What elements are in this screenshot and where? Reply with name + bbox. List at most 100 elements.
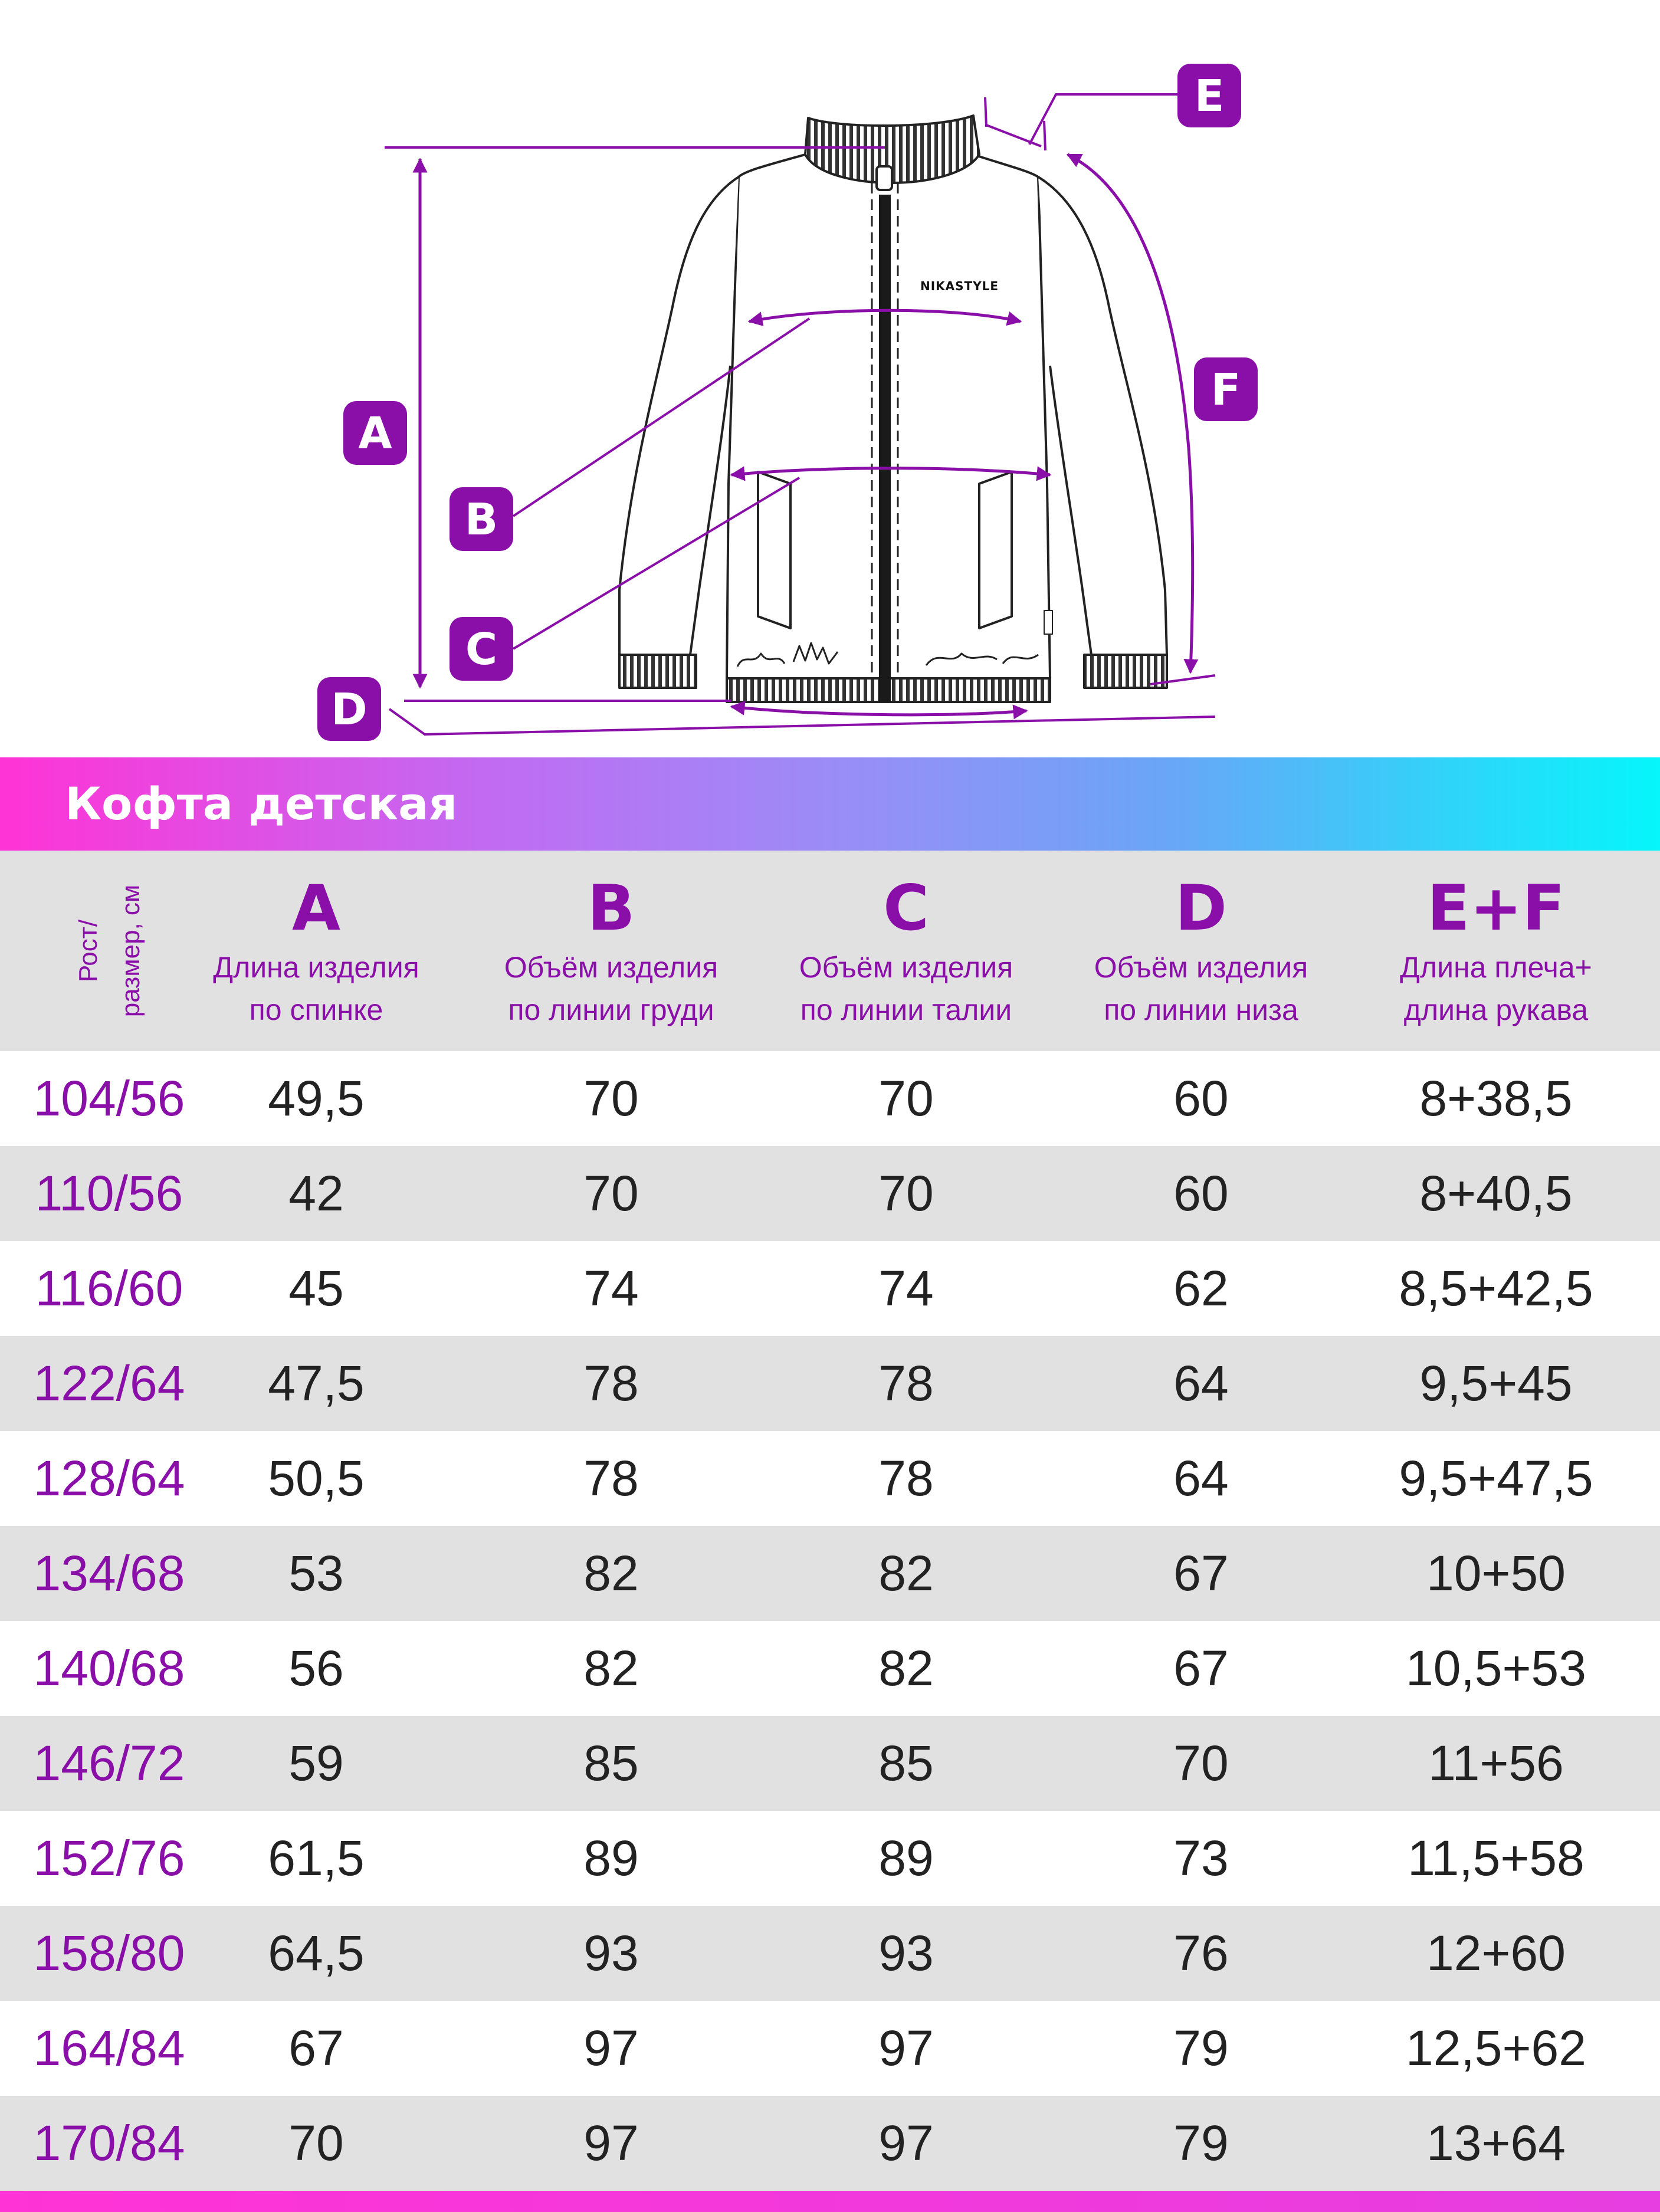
value-cell-c: 97 xyxy=(878,2115,934,2171)
column-letter: D xyxy=(1175,872,1227,944)
value-cell-c: 78 xyxy=(878,1450,934,1506)
value-cell-ef: 12+60 xyxy=(1426,1925,1566,1981)
value-cell-ef: 10+50 xyxy=(1426,1545,1566,1601)
value-cell-d: 62 xyxy=(1173,1261,1229,1316)
jacket-right-sleeve xyxy=(1037,176,1168,656)
size-cell: 128/64 xyxy=(33,1450,185,1506)
value-cell-c: 97 xyxy=(878,2020,934,2076)
size-cell: 152/76 xyxy=(33,1830,185,1886)
jacket-zipper xyxy=(879,195,891,702)
svg-text:E: E xyxy=(1195,71,1225,122)
value-cell-b: 74 xyxy=(583,1261,639,1316)
svg-text:C: C xyxy=(465,624,497,675)
value-cell-a: 45 xyxy=(288,1261,344,1316)
column-letter: E+F xyxy=(1427,872,1565,944)
table-row: 122/64 47,5 78 78 64 9,5+45 xyxy=(0,1336,1660,1431)
value-cell-a: 59 xyxy=(288,1735,344,1791)
column-letter: A xyxy=(291,872,341,944)
value-cell-d: 60 xyxy=(1173,1071,1229,1126)
value-cell-c: 70 xyxy=(878,1166,934,1221)
value-cell-a: 50,5 xyxy=(268,1450,365,1506)
size-table-header: Рост/ размер, см A Длина изделия по спин… xyxy=(0,851,1660,1051)
size-cell: 170/84 xyxy=(33,2115,185,2171)
table-row: 152/76 61,5 89 89 73 11,5+58 xyxy=(0,1811,1660,1906)
value-cell-d: 70 xyxy=(1173,1735,1229,1791)
column-header-c: C Объём изделия по линии талии xyxy=(759,851,1054,1051)
value-cell-c: 85 xyxy=(878,1735,934,1791)
tag-b: B xyxy=(450,487,513,551)
banner-title: Кофта детская xyxy=(65,777,458,830)
value-cell-c: 70 xyxy=(878,1071,934,1126)
tag-f: F xyxy=(1194,357,1258,421)
value-cell-a: 61,5 xyxy=(268,1830,365,1886)
size-cell: 110/56 xyxy=(35,1166,183,1221)
size-table-body: 104/56 49,5 70 70 60 8+38,5 110/56 42 70… xyxy=(0,1051,1660,2191)
column-description: Объём изделия по линии груди xyxy=(504,951,719,1026)
column-header-a: A Длина изделия по спинке xyxy=(169,851,464,1051)
column-description: Длина плеча+ длина рукава xyxy=(1400,951,1592,1026)
value-cell-b: 93 xyxy=(583,1925,639,1981)
measurement-diagram: NIKASTYLE A B C D xyxy=(317,64,1258,741)
value-cell-a: 42 xyxy=(288,1166,344,1221)
value-cell-c: 89 xyxy=(878,1830,934,1886)
column-letter: C xyxy=(883,872,929,944)
value-cell-b: 78 xyxy=(583,1356,639,1411)
value-cell-c: 82 xyxy=(878,1640,934,1696)
jacket-left-cuff xyxy=(618,654,697,689)
jacket-collar xyxy=(804,114,980,184)
size-cell: 146/72 xyxy=(33,1735,185,1791)
size-cell: 164/84 xyxy=(33,2020,185,2076)
svg-text:A: A xyxy=(358,408,392,459)
value-cell-b: 89 xyxy=(583,1830,639,1886)
value-cell-a: 67 xyxy=(288,2020,344,2076)
value-cell-d: 73 xyxy=(1173,1830,1229,1886)
value-cell-d: 67 xyxy=(1173,1640,1229,1696)
value-cell-d: 64 xyxy=(1173,1356,1229,1411)
value-cell-d: 64 xyxy=(1173,1450,1229,1506)
jacket-left-pocket xyxy=(757,471,792,629)
size-column-label: Рост/ размер, см xyxy=(74,884,145,1018)
size-cell: 140/68 xyxy=(33,1640,185,1696)
value-cell-ef: 9,5+47,5 xyxy=(1399,1450,1593,1506)
table-row: 158/80 64,5 93 93 76 12+60 xyxy=(0,1906,1660,2001)
tag-c: C xyxy=(450,617,513,681)
column-header-d: D Объём изделия по линии низа xyxy=(1054,851,1349,1051)
size-cell: 104/56 xyxy=(33,1071,185,1126)
tag-a: A xyxy=(343,401,407,465)
jacket-left-sleeve xyxy=(618,176,740,656)
table-row: 140/68 56 82 82 67 10,5+53 xyxy=(0,1621,1660,1716)
value-cell-c: 82 xyxy=(878,1545,934,1601)
value-cell-ef: 13+64 xyxy=(1426,2115,1566,2171)
svg-text:F: F xyxy=(1211,365,1241,415)
jacket-drawing xyxy=(618,114,1168,703)
value-cell-c: 93 xyxy=(878,1925,934,1981)
column-header-ef: E+F Длина плеча+ длина рукава xyxy=(1349,851,1643,1051)
jacket-zipper-pull xyxy=(875,165,893,191)
tag-e: E xyxy=(1177,64,1241,127)
value-cell-ef: 10,5+53 xyxy=(1406,1640,1586,1696)
value-cell-ef: 11,5+58 xyxy=(1408,1830,1584,1886)
value-cell-b: 78 xyxy=(583,1450,639,1506)
value-cell-b: 82 xyxy=(583,1640,639,1696)
value-cell-a: 47,5 xyxy=(268,1356,365,1411)
value-cell-d: 79 xyxy=(1173,2115,1229,2171)
value-cell-c: 74 xyxy=(878,1261,934,1316)
value-cell-a: 53 xyxy=(288,1545,344,1601)
size-cell: 158/80 xyxy=(33,1925,185,1981)
table-row: 134/68 53 82 82 67 10+50 xyxy=(0,1526,1660,1621)
value-cell-a: 64,5 xyxy=(268,1925,365,1981)
table-row: 110/56 42 70 70 60 8+40,5 xyxy=(0,1146,1660,1241)
svg-text:D: D xyxy=(331,684,367,735)
table-row: 116/60 45 74 74 62 8,5+42,5 xyxy=(0,1241,1660,1336)
value-cell-b: 70 xyxy=(583,1071,639,1126)
brand-label: NIKASTYLE xyxy=(920,279,999,293)
title-banner: Кофта детская xyxy=(0,757,1660,851)
column-letter: B xyxy=(587,872,635,944)
value-cell-d: 67 xyxy=(1173,1545,1229,1601)
column-header-b: B Объём изделия по линии груди xyxy=(464,851,759,1051)
value-cell-a: 70 xyxy=(288,2115,344,2171)
size-cell: 122/64 xyxy=(33,1356,185,1411)
column-description: Длина изделия по спинке xyxy=(213,951,419,1026)
value-cell-ef: 11+56 xyxy=(1428,1735,1564,1791)
value-cell-d: 79 xyxy=(1173,2020,1229,2076)
